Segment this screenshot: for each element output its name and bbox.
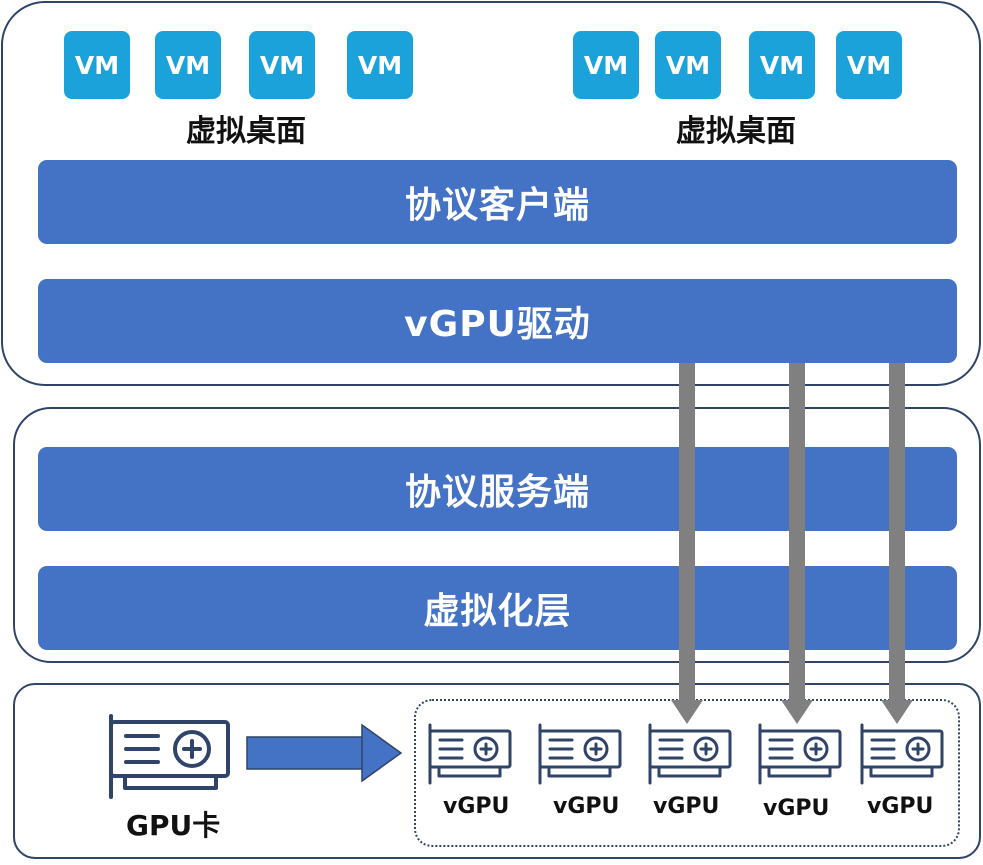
vm-icon: VM [573,31,639,99]
vgpu-driver-layer: vGPU驱动 [38,279,957,363]
gpu-split-arrow [246,723,403,783]
gpu-card-icon [109,714,230,799]
gpu-card-label: GPU卡 [126,809,221,842]
vm-icon: VM [64,31,130,99]
vgpu-card-icon [428,723,512,785]
vgpu-card-icon [860,723,944,785]
vm-icon: VM [655,31,721,99]
arrow-head [781,700,813,724]
vgpu-label: vGPU [763,796,830,821]
virtual-desktop-label-left: 虚拟桌面 [186,114,306,149]
protocol-client-layer: 协议客户端 [38,160,957,244]
vgpu-card-icon [538,723,622,785]
arrow-head [881,700,913,724]
driver-to-vgpu-arrow-shaft [679,363,695,702]
vgpu-label: vGPU [867,794,934,819]
virtual-desktop-label-right: 虚拟桌面 [676,114,796,149]
vgpu-label: vGPU [653,794,720,819]
vm-icon: VM [155,31,221,99]
vgpu-card-icon [758,723,842,785]
vm-icon: VM [249,31,315,99]
arrow-head [671,700,703,724]
vgpu-label: vGPU [443,794,510,819]
vm-icon: VM [836,31,902,99]
driver-to-vgpu-arrow-shaft [789,363,805,702]
hardware-layer-panel [13,683,981,859]
driver-to-vgpu-arrow-shaft [889,363,905,702]
vgpu-label: vGPU [553,794,620,819]
vgpu-card-icon [648,723,732,785]
vm-icon: VM [749,31,815,99]
vm-icon: VM [347,31,413,99]
